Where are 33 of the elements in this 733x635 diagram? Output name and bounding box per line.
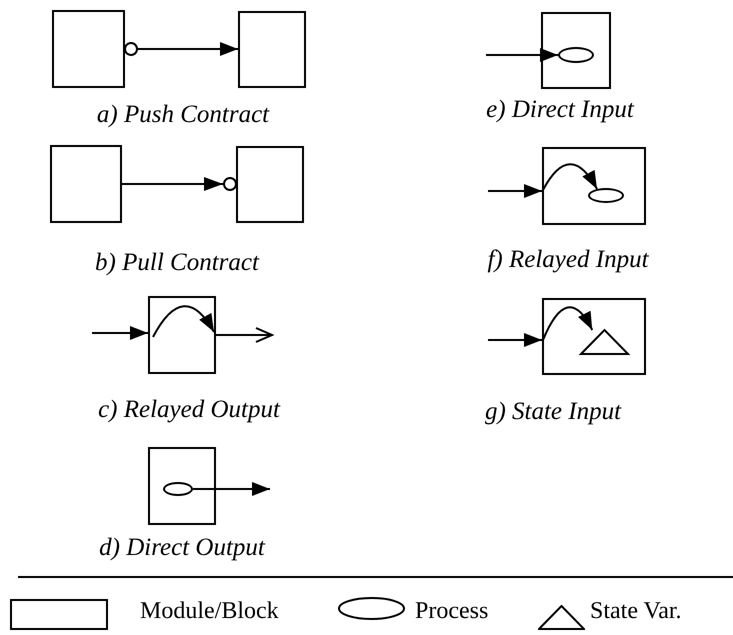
curved-arrow [542, 163, 598, 190]
module-box [50, 145, 122, 223]
process-ellipse [163, 482, 193, 496]
process-ellipse [558, 47, 594, 63]
caption: e) Direct Input [486, 95, 634, 125]
arrow [92, 326, 148, 340]
curved-arrow [542, 306, 594, 340]
module-box [148, 447, 216, 525]
module-box [542, 147, 646, 225]
state-var-triangle [580, 329, 629, 355]
legend-label: Process [415, 597, 488, 625]
arrow [216, 327, 273, 343]
process-ellipse [588, 188, 624, 203]
module-box [148, 296, 216, 374]
caption: a) Push Contract [96, 100, 270, 130]
module-box [236, 146, 304, 223]
module-box [541, 12, 611, 89]
arrow [193, 482, 270, 496]
legend-label: State Var. [590, 597, 682, 625]
module-box [238, 11, 306, 88]
module-box [52, 10, 125, 88]
caption: b) Pull Contract [95, 248, 259, 278]
caption: d) Direct Output [99, 533, 265, 563]
arrow [488, 333, 542, 347]
arrow [486, 48, 558, 62]
arrow [124, 42, 238, 56]
caption: c) Relayed Output [98, 395, 280, 425]
caption: f) Relayed Input [487, 245, 649, 275]
caption: g) State Input [484, 397, 622, 427]
module-box [542, 298, 646, 375]
legend-label: Module/Block [140, 597, 279, 625]
arrow [488, 184, 542, 198]
arrow [122, 176, 237, 192]
